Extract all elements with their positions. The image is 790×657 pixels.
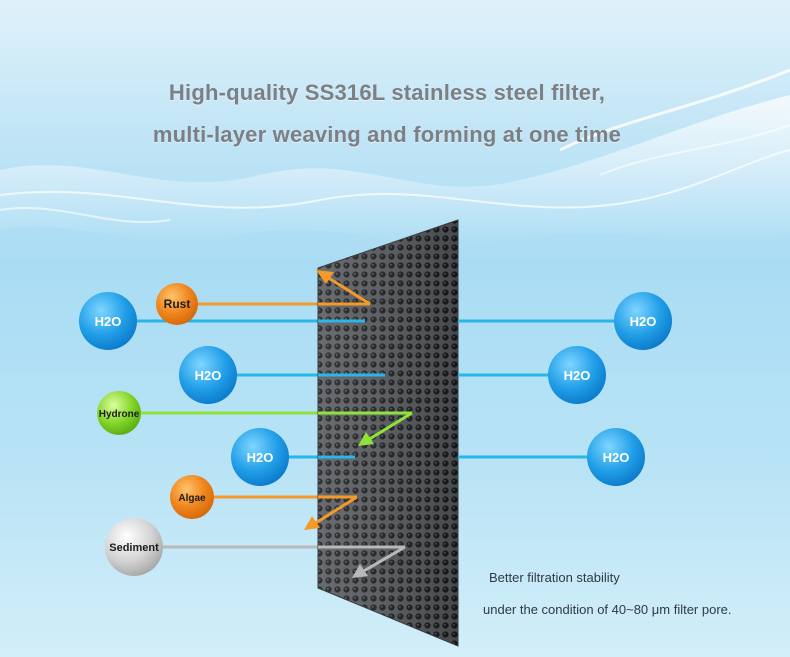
- algae-deflect-arrow: [304, 495, 358, 530]
- h2o-ball-left-3: H2O: [231, 428, 289, 486]
- flow-lines-right: [318, 302, 630, 549]
- h2o-label: H2O: [247, 450, 274, 465]
- rust-deflect-arrow: [316, 270, 371, 306]
- rust-ball: Rust: [156, 283, 198, 325]
- rust-label: Rust: [164, 297, 191, 311]
- h2o-ball-right-2: H2O: [548, 346, 606, 404]
- h2o-ball-left-1: H2O: [79, 292, 137, 350]
- sediment-ball: Sediment: [105, 518, 163, 576]
- sediment-deflect-arrow: [352, 545, 406, 578]
- deflection-arrows: [304, 270, 413, 578]
- headline-line-2: multi-layer weaving and forming at one t…: [152, 122, 622, 147]
- stainless-steel-filter-mesh: [317, 219, 459, 647]
- hydrone-deflect-arrow: [358, 411, 413, 446]
- note-filtration-stability: Better filtration stability: [489, 570, 620, 585]
- h2o-ball-left-2: H2O: [179, 346, 237, 404]
- h2o-label: H2O: [564, 368, 591, 383]
- h2o-label: H2O: [95, 314, 122, 329]
- h2o-ball-right-1: H2O: [614, 292, 672, 350]
- h2o-ball-right-3: H2O: [587, 428, 645, 486]
- h2o-label: H2O: [603, 450, 630, 465]
- headline-line-1: High-quality SS316L stainless steel filt…: [168, 80, 606, 105]
- hydrone-ball: Hydrone: [97, 391, 141, 435]
- hydrone-label: Hydrone: [99, 409, 140, 420]
- sediment-label: Sediment: [109, 542, 159, 554]
- algae-ball: Algae: [170, 475, 214, 519]
- h2o-label: H2O: [630, 314, 657, 329]
- algae-label: Algae: [178, 493, 206, 504]
- note-filter-pore: under the condition of 40~80 μm filter p…: [483, 602, 732, 617]
- h2o-label: H2O: [195, 368, 222, 383]
